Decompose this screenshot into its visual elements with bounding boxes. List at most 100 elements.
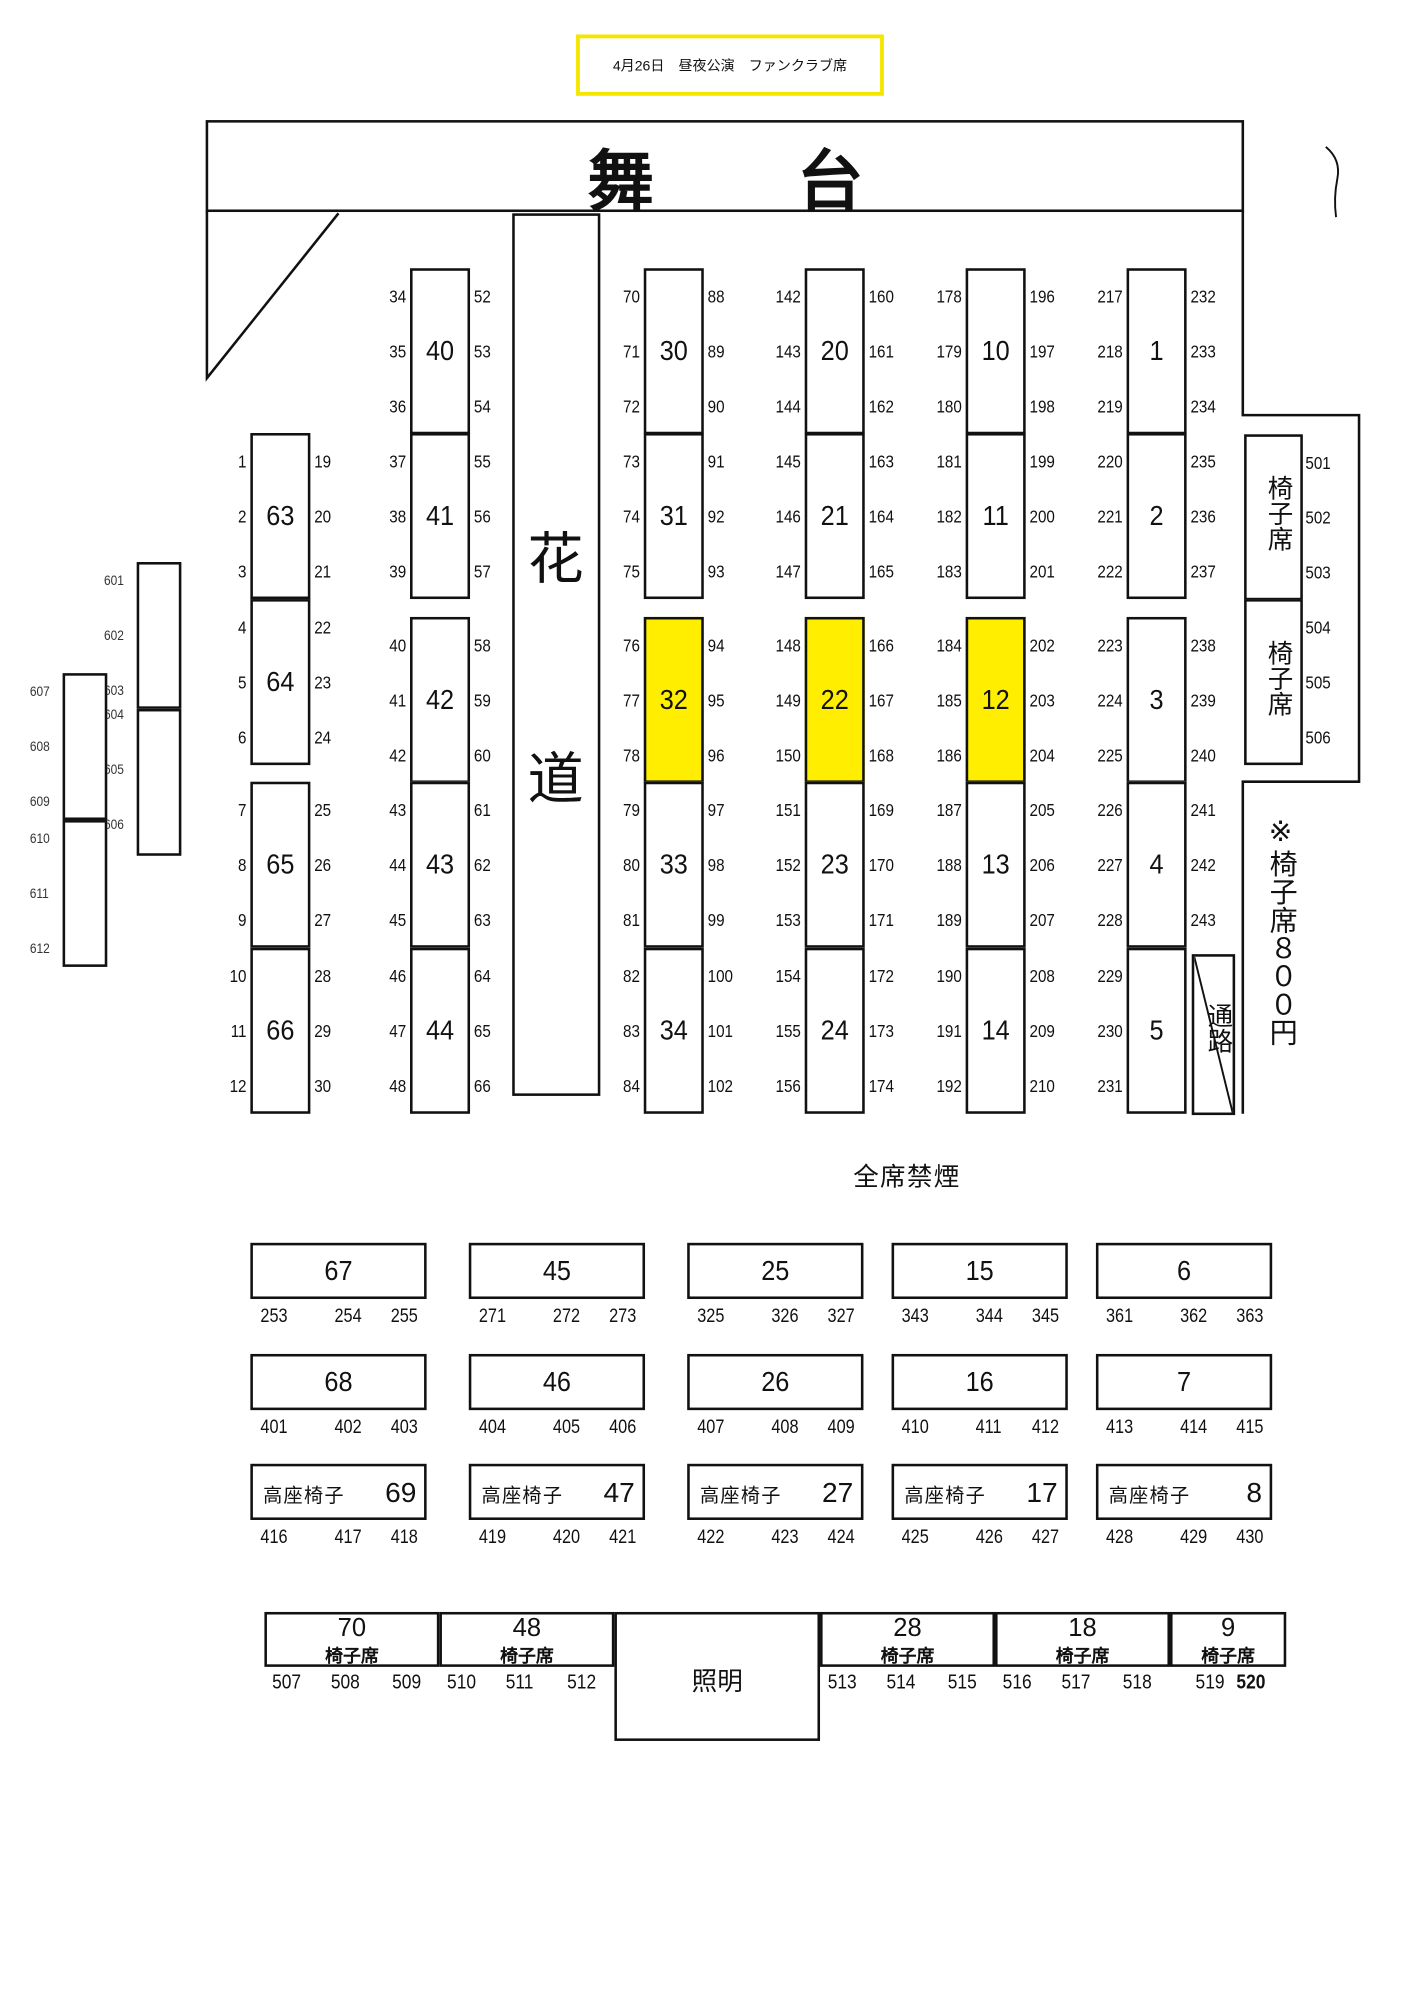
seat-number[interactable]: 605 [103,762,124,778]
side-seat-block[interactable] [136,562,182,709]
seat-number[interactable]: 42 [389,745,407,766]
seat-number[interactable]: 255 [390,1305,418,1328]
seat-number[interactable]: 64 [473,965,491,986]
seat-number[interactable]: 65 [473,1020,491,1041]
seat-block-3[interactable]: 3 [1126,616,1187,783]
seat-number[interactable]: 59 [473,689,491,711]
seat-number[interactable]: 79 [623,799,640,820]
seat-number[interactable]: 11 [230,1020,247,1041]
seat-number[interactable]: 185 [936,689,962,711]
seat-number[interactable]: 76 [623,634,640,655]
seat-block-41[interactable]: 41 [410,433,471,600]
seat-number[interactable]: 222 [1097,561,1123,582]
seat-number[interactable]: 44 [389,854,407,875]
seat-number[interactable]: 2 [238,505,247,527]
seat-number[interactable]: 417 [334,1526,362,1549]
seat-number[interactable]: 22 [314,616,332,637]
seat-number[interactable]: 3 [238,561,247,582]
seat-number[interactable]: 181 [936,450,962,471]
seat-number[interactable]: 233 [1190,341,1216,362]
seat-number[interactable]: 90 [707,396,725,417]
seat-block-33[interactable]: 33 [643,781,704,948]
rear-seat-block-45[interactable]: 45 [468,1242,646,1300]
seat-number[interactable]: 156 [775,1075,801,1097]
seat-number[interactable]: 515 [947,1671,977,1694]
seat-number[interactable]: 219 [1097,396,1123,417]
seat-block-42[interactable]: 42 [410,616,471,783]
seat-number[interactable]: 362 [1180,1305,1208,1328]
seat-number[interactable]: 200 [1029,505,1055,527]
seat-number[interactable]: 180 [936,396,962,417]
seat-number[interactable]: 361 [1105,1305,1134,1328]
seat-number[interactable]: 34 [389,285,407,307]
seat-number[interactable]: 29 [314,1020,332,1041]
seat-number[interactable]: 243 [1190,909,1216,931]
seat-number[interactable]: 80 [623,854,640,875]
seat-block-12[interactable]: 12 [965,616,1026,783]
seat-number[interactable]: 160 [868,285,894,307]
seat-number[interactable]: 611 [29,886,49,902]
seat-block-32[interactable]: 32 [643,616,704,783]
seat-block-11[interactable]: 11 [965,433,1026,600]
seat-number[interactable]: 239 [1190,689,1216,711]
seat-number[interactable]: 8 [238,854,247,875]
seat-number[interactable]: 73 [623,450,640,471]
seat-number[interactable]: 220 [1097,450,1123,471]
seat-number[interactable]: 182 [936,505,962,527]
seat-number[interactable]: 100 [707,965,733,986]
seat-number[interactable]: 607 [29,684,50,700]
seat-number[interactable]: 39 [389,561,407,582]
seat-number[interactable]: 192 [936,1075,962,1097]
seat-number[interactable]: 155 [775,1020,801,1041]
seat-number[interactable]: 27 [314,909,332,931]
seat-number[interactable]: 424 [827,1526,855,1549]
rear-seat-block-46[interactable]: 46 [468,1353,646,1411]
seat-block-66[interactable]: 66 [250,947,311,1114]
seat-number[interactable]: 23 [314,671,332,693]
seat-number[interactable]: 421 [609,1526,637,1549]
seat-number[interactable]: 205 [1029,799,1055,820]
rear-seat-block-16[interactable]: 16 [891,1353,1068,1411]
seat-number[interactable]: 70 [623,285,640,307]
seat-number[interactable]: 92 [707,505,725,527]
seat-number[interactable]: 153 [775,909,801,931]
seat-number[interactable]: 218 [1097,341,1123,362]
seat-number[interactable]: 151 [775,799,801,820]
seat-number[interactable]: 26 [314,854,332,875]
seat-number[interactable]: 196 [1029,285,1055,307]
seat-number[interactable]: 88 [707,285,725,307]
seat-number[interactable]: 82 [623,965,640,986]
seat-number[interactable]: 234 [1190,396,1216,417]
seat-number[interactable]: 418 [390,1526,418,1549]
seat-number[interactable]: 231 [1097,1075,1123,1097]
seat-number[interactable]: 186 [936,745,962,766]
seat-number[interactable]: 152 [775,854,801,875]
seat-number[interactable]: 166 [868,634,894,655]
seat-number[interactable]: 183 [936,561,962,582]
seat-number[interactable]: 426 [975,1526,1003,1549]
rear-seat-block-7[interactable]: 7 [1095,1353,1273,1411]
seat-number[interactable]: 411 [975,1416,1002,1439]
seat-number[interactable]: 47 [389,1020,407,1041]
seat-number[interactable]: 204 [1029,745,1055,766]
seat-number[interactable]: 612 [29,941,50,957]
seat-number[interactable]: 46 [389,965,407,986]
seat-number[interactable]: 78 [623,745,640,766]
seat-number[interactable]: 519 [1195,1671,1225,1694]
seat-number[interactable]: 501 [1305,451,1331,473]
seat-number[interactable]: 75 [623,561,640,582]
seat-number[interactable]: 1 [238,450,247,471]
seat-number[interactable]: 168 [868,745,894,766]
chair-seat-block[interactable]: 椅子席 [1244,599,1303,766]
seat-number[interactable]: 171 [868,909,894,931]
seat-number[interactable]: 66 [473,1075,491,1097]
seat-number[interactable]: 95 [707,689,725,711]
seat-number[interactable]: 407 [697,1416,725,1439]
seat-number[interactable]: 508 [330,1671,360,1694]
seat-number[interactable]: 36 [389,396,407,417]
seat-number[interactable]: 43 [389,799,407,820]
